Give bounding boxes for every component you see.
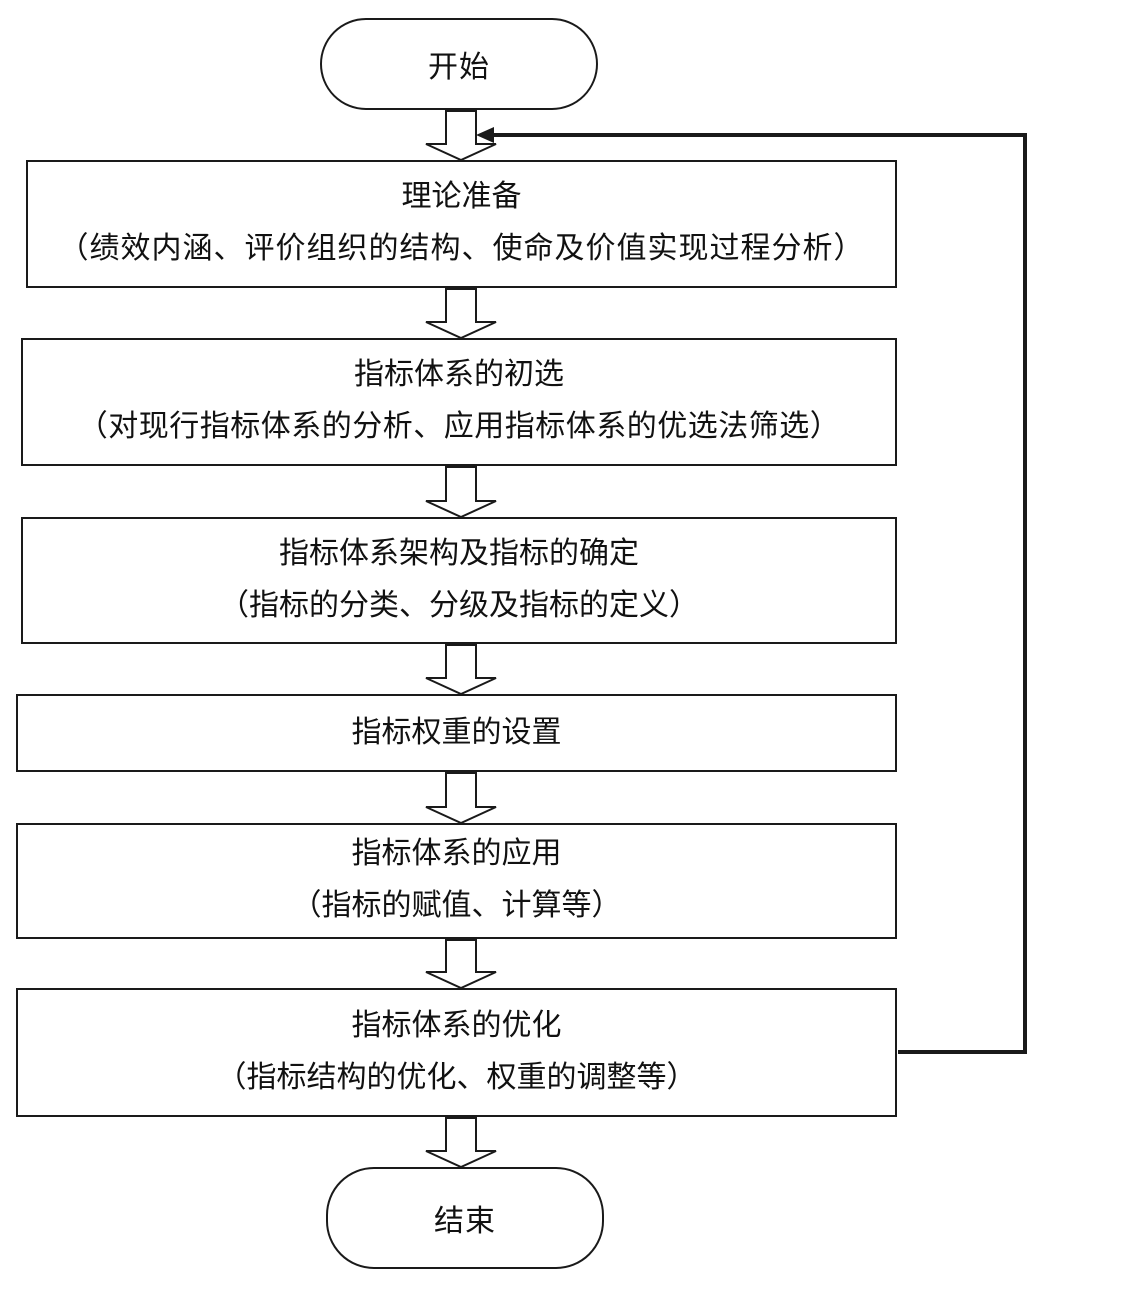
step-detail: （指标的分类、分级及指标的定义）	[219, 587, 699, 623]
start-label: 开始	[428, 50, 490, 85]
step-detail: （指标的赋值、计算等）	[291, 888, 622, 923]
step-optimization: 指标体系的优化 （指标结构的优化、权重的调整等）	[16, 988, 897, 1117]
step-initial-selection: 指标体系的初选 （对现行指标体系的分析、应用指标体系的优选法筛选）	[21, 338, 897, 466]
down-arrow-step6-to-end	[425, 1117, 497, 1169]
step-title: 指标体系的优化	[351, 1007, 562, 1043]
end-node: 结束	[326, 1167, 604, 1269]
end-label: 结束	[434, 1204, 496, 1239]
feedback-arrowhead	[476, 127, 494, 143]
step-title: 指标体系架构及指标的确定	[279, 535, 639, 571]
down-arrow-step4-to-step5	[425, 772, 497, 825]
down-arrow-step5-to-step6	[425, 939, 497, 990]
step-detail: （绩效内涵、评价组织的结构、使命及价值实现过程分析）	[58, 231, 865, 266]
start-node: 开始	[320, 18, 598, 110]
step-detail: （对现行指标体系的分析、应用指标体系的优选法筛选）	[77, 409, 841, 444]
down-arrow-start-to-step1	[425, 110, 497, 162]
step-title: 指标体系的初选	[354, 357, 564, 392]
feedback-loop-line	[484, 133, 1027, 1054]
step-detail: （指标结构的优化、权重的调整等）	[216, 1059, 697, 1095]
step-weight-setting: 指标权重的设置	[16, 694, 897, 772]
step-title: 指标体系的应用	[351, 836, 562, 871]
step-application: 指标体系的应用 （指标的赋值、计算等）	[16, 823, 897, 939]
down-arrow-step3-to-step4	[425, 644, 497, 696]
step-title: 理论准备	[401, 179, 522, 214]
down-arrow-step2-to-step3	[425, 466, 497, 519]
down-arrow-step1-to-step2	[425, 288, 497, 340]
step-theory-preparation: 理论准备 （绩效内涵、评价组织的结构、使命及价值实现过程分析）	[26, 160, 897, 288]
step-title: 指标权重的设置	[351, 715, 562, 750]
step-framework-determination: 指标体系架构及指标的确定 （指标的分类、分级及指标的定义）	[21, 517, 897, 644]
